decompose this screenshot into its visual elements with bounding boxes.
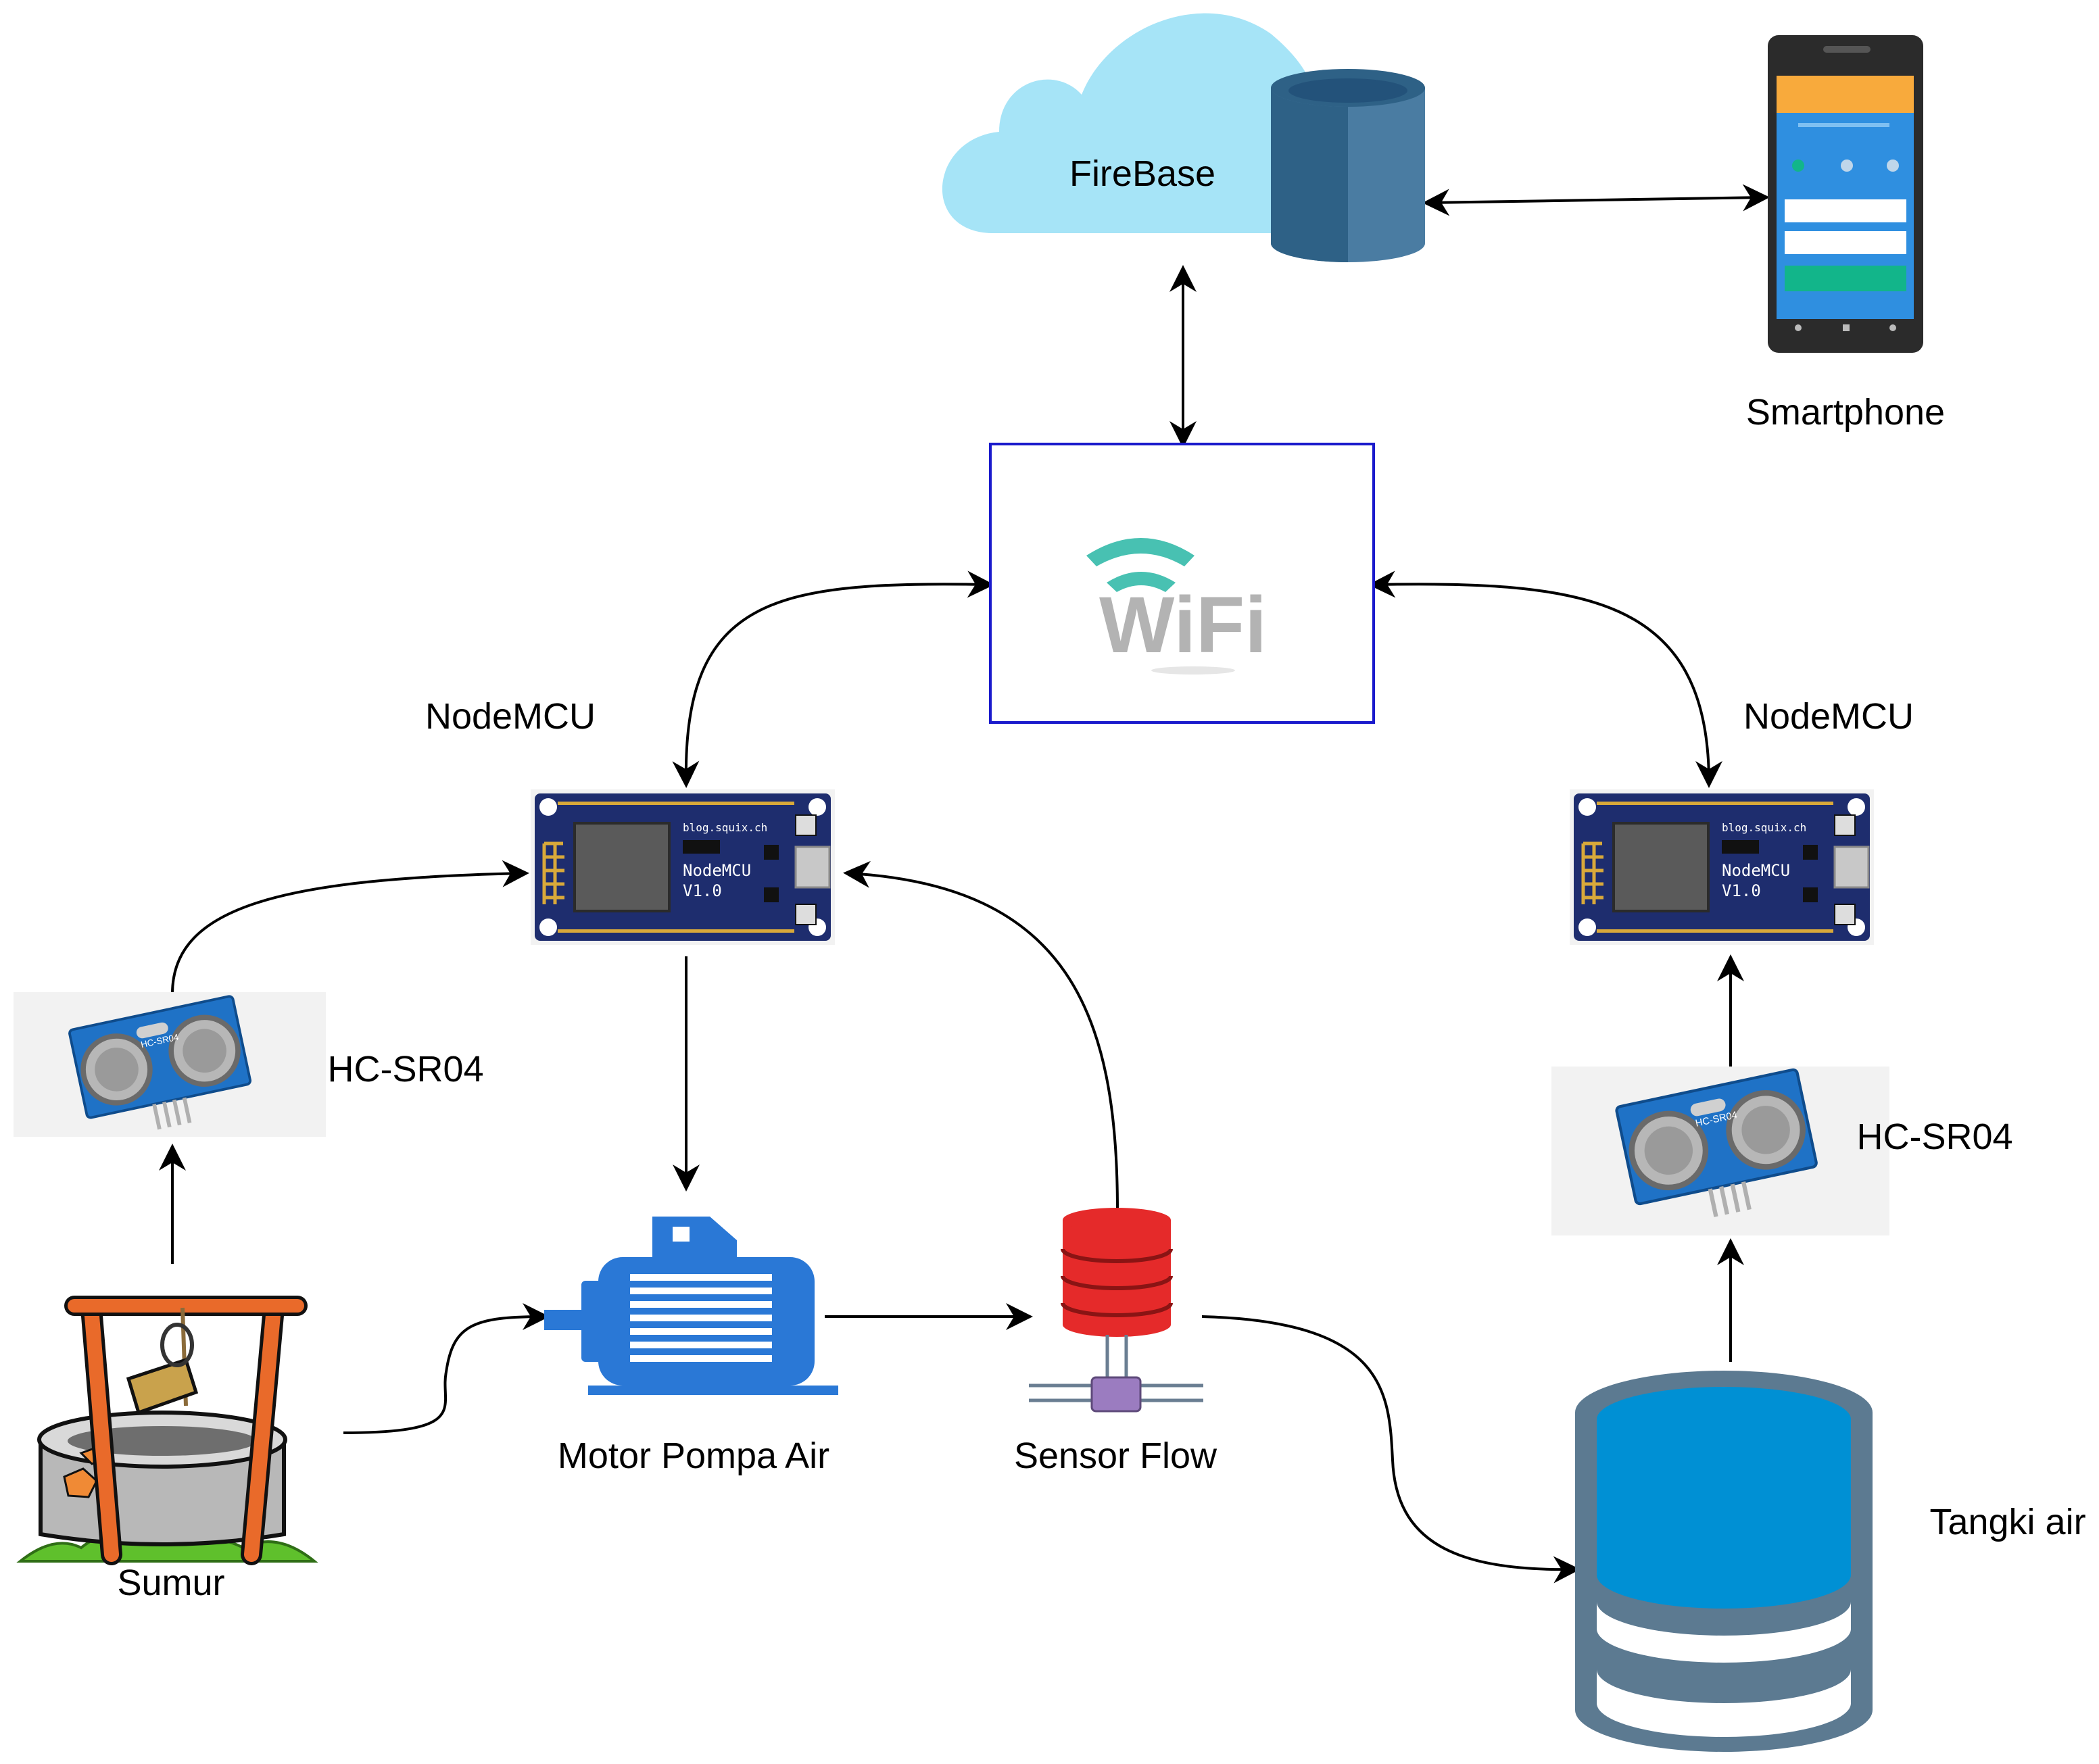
wifi-frame (989, 443, 1375, 724)
nodemcu-right-node: NodeMCU blog.squix.ch NodeMCU V1.0 (1570, 696, 1914, 945)
board-site-text: blog.squix.ch (1722, 821, 1806, 834)
smartphone-node: Smartphone (1746, 35, 1945, 433)
board-version-text: V1.0 (683, 881, 722, 900)
nodemcu-right-label: NodeMCU (1743, 696, 1914, 737)
nodemcu-left-node: NodeMCU blog.squix.ch NodeMCU V1.0 (425, 696, 835, 945)
edge-wifi-nodemcu-left (672, 570, 994, 788)
edge-wifi-nodemcu-right (1368, 570, 1722, 788)
board-name-text: NodeMCU (683, 861, 751, 880)
water-well-icon (16, 1296, 318, 1565)
firebase-label: FireBase (1069, 153, 1215, 194)
edge-flow-to-tank (1201, 1315, 1581, 1584)
firebase-node: FireBase (942, 13, 1425, 262)
connector-lines (159, 184, 1770, 1584)
nodemcu-board-icon: blog.squix.ch NodeMCU V1.0 (531, 789, 835, 945)
wifi-node: WiFi (989, 443, 1375, 724)
edge-firebase-smartphone (1422, 184, 1770, 216)
hcsr04-right-label: HC-SR04 (1856, 1117, 2012, 1157)
nodemcu-board-icon: blog.squix.ch NodeMCU V1.0 (1570, 789, 1874, 945)
wifi-logo-text: WiFi (1099, 581, 1267, 670)
tangki-label: Tangki air (1929, 1502, 2085, 1542)
edge-sumur-to-motor (343, 1303, 550, 1434)
hcsr04-right-node: HC-SR04 HC-SR04 (1551, 1067, 2013, 1235)
ultrasonic-sensor-icon: HC-SR04 (69, 996, 256, 1144)
electric-motor-icon (544, 1217, 838, 1395)
hcsr04-left-label: HC-SR04 (327, 1049, 483, 1089)
cloud-database-icon (942, 13, 1425, 262)
ultrasonic-sensor-icon: HC-SR04 (1616, 1069, 1823, 1233)
smartphone-icon (1768, 35, 1923, 353)
wifi-icon: WiFi (1086, 538, 1267, 675)
smartphone-label: Smartphone (1746, 392, 1945, 433)
board-version-text: V1.0 (1722, 881, 1761, 900)
sensor-flow-label: Sensor Flow (1014, 1436, 1217, 1476)
sumur-label: Sumur (117, 1563, 224, 1603)
nodemcu-left-label: NodeMCU (425, 696, 596, 737)
motor-label: Motor Pompa Air (558, 1436, 829, 1476)
board-site-text: blog.squix.ch (683, 821, 767, 834)
sumur-node: Sumur (16, 1296, 318, 1603)
motor-node: Motor Pompa Air (544, 1217, 838, 1476)
edge-flow-to-nodemcu (843, 860, 1119, 1210)
flow-sensor-icon (1029, 1208, 1203, 1413)
sensor-flow-node: Sensor Flow (1014, 1208, 1217, 1476)
hcsr04-left-node: HC-SR04 HC-SR04 (14, 992, 484, 1144)
water-tank-icon (1575, 1371, 1873, 1752)
board-name-text: NodeMCU (1722, 861, 1790, 880)
tangki-node: Tangki air (1575, 1371, 2086, 1752)
edge-hcsr-left-to-nodemcu (171, 860, 529, 994)
